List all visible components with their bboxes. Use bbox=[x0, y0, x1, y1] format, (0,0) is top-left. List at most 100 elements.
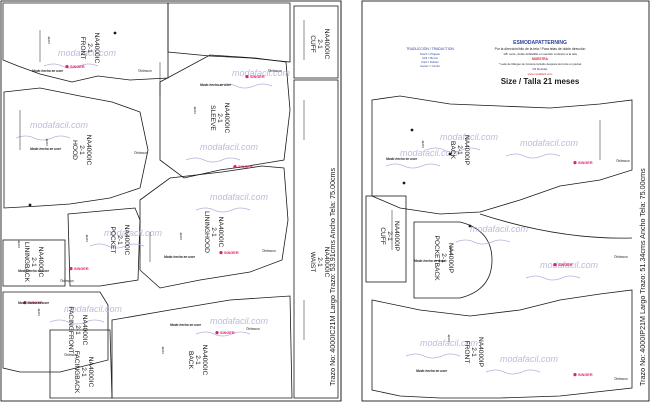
piece-label-line: 2-1 bbox=[78, 145, 85, 155]
watermark-scissors-icon bbox=[505, 153, 561, 159]
piece-label-line: NA4000IC bbox=[87, 357, 94, 388]
piece-label-line: 2-1 bbox=[216, 113, 223, 123]
watermark-scissors-icon bbox=[195, 331, 251, 337]
watermark-scissors-icon bbox=[49, 319, 105, 325]
copyright-mark: ©bitmoon bbox=[616, 159, 630, 163]
singer-logo-icon bbox=[219, 251, 223, 255]
grain-label: corte bbox=[193, 106, 197, 114]
made-in-note: Modo hecho en user bbox=[18, 269, 50, 273]
watermark-text: modafacil.com bbox=[400, 148, 459, 158]
piece-label-line: 2-1 bbox=[194, 355, 201, 365]
right-sheet bbox=[361, 0, 650, 402]
made-in-note: Modo hecho en user bbox=[18, 301, 50, 305]
piece-rcuff-outline bbox=[365, 195, 407, 283]
piece-label-line: NA4000IC bbox=[37, 247, 44, 278]
singer-logo-icon bbox=[573, 161, 577, 165]
watermark-text: modafacil.com bbox=[104, 228, 163, 238]
piece-sleeve-outline bbox=[159, 54, 291, 179]
watermark-text: modafacil.com bbox=[420, 338, 479, 348]
made-in-note: Modo hecho en user bbox=[416, 369, 448, 373]
copyright-mark: ©bitmoon bbox=[60, 279, 74, 283]
piece-pocket-outline bbox=[67, 207, 141, 287]
header-website: www.modafacil.com bbox=[528, 72, 553, 76]
piece-label-line: NA4000IC bbox=[81, 315, 88, 346]
watermark-scissors-icon bbox=[43, 63, 99, 69]
singer-logo-icon bbox=[65, 65, 69, 69]
made-in-note: Modo hecho en user bbox=[170, 323, 202, 327]
watermark-scissors-icon bbox=[525, 275, 581, 281]
copyright-mark: ©bitmoon bbox=[614, 377, 628, 381]
piece-label-line: SLEEVE bbox=[209, 105, 216, 131]
left-sheet bbox=[0, 0, 342, 402]
copyright-mark: ©bitmoon bbox=[64, 353, 78, 357]
watermark-scissors-icon bbox=[385, 163, 441, 169]
piece-label-line: 2-1 bbox=[440, 253, 447, 263]
piece-label-line: 2-1 bbox=[74, 325, 81, 335]
watermark-scissors-icon bbox=[425, 147, 481, 153]
piece-rfront-outline bbox=[371, 289, 633, 399]
watermark-text: modafacil.com bbox=[470, 224, 529, 234]
header-red-word: MUESTRA bbox=[532, 57, 548, 61]
singer-logo-icon bbox=[553, 263, 557, 267]
copyright-mark: ©bitmoon bbox=[614, 255, 628, 259]
singer-logo-icon bbox=[69, 267, 73, 271]
copyright-mark: ©bitmoon bbox=[138, 69, 152, 73]
grain-label: corte bbox=[161, 346, 165, 354]
piece-label-line: LININGBACK bbox=[23, 242, 30, 283]
drill-hole-mark bbox=[113, 31, 117, 35]
piece-waist-outline bbox=[293, 79, 339, 399]
piece-label-line: CUFF bbox=[309, 35, 316, 53]
watermark-text: modafacil.com bbox=[540, 260, 599, 270]
piece-label-line: FACINGBACK bbox=[73, 351, 80, 394]
header-mark-2: Fold = Doblez bbox=[421, 60, 439, 64]
drill-hole-mark bbox=[410, 128, 414, 132]
grain-label: corte bbox=[85, 234, 89, 242]
grain-label: corte bbox=[45, 138, 49, 146]
piece-label-line: FACINGFRONT bbox=[67, 306, 74, 353]
made-in-note: Modo hecho en user bbox=[30, 147, 62, 151]
grain-label: corte bbox=[47, 36, 51, 44]
singer-logo-icon bbox=[23, 301, 27, 305]
piece-label-line: NA4000IC bbox=[123, 225, 130, 256]
made-in-note: Modo hecho en user bbox=[32, 69, 64, 73]
singer-brand: SINGER bbox=[578, 373, 593, 377]
watermark-text: modafacil.com bbox=[210, 192, 269, 202]
watermark-scissors-icon bbox=[89, 243, 145, 249]
piece-cuff-outline bbox=[293, 5, 339, 79]
drill-hole-mark bbox=[448, 152, 452, 156]
made-in-note: Modo hecho en user bbox=[200, 83, 232, 87]
piece-label-line: 2-1 bbox=[30, 257, 37, 267]
watermark-text: modafacil.com bbox=[64, 304, 123, 314]
piece-label-line: NA4000IC bbox=[201, 345, 208, 376]
singer-brand: SINGER bbox=[220, 331, 235, 335]
header-line2: 1/8: corte, doble dobladillo en sentido … bbox=[503, 52, 577, 56]
piece-label-line: NA4000IC bbox=[323, 247, 330, 278]
piece-label-line: 2-1 bbox=[316, 257, 323, 267]
size-label: Size / Talla 21 meses bbox=[501, 77, 580, 86]
watermark-scissors-icon bbox=[185, 157, 241, 163]
piece-facingback-outline bbox=[49, 329, 113, 399]
header-mark-3: Center = Centro bbox=[420, 64, 440, 68]
piece-label-line: WAIST bbox=[309, 252, 316, 273]
made-in-note: Modo hecho en user bbox=[386, 157, 418, 161]
piece-label-line: 2-1 bbox=[316, 39, 323, 49]
watermark-text: modafacil.com bbox=[500, 354, 559, 364]
copyright-mark: ©bitmoon bbox=[134, 151, 148, 155]
singer-brand: SINGER bbox=[224, 251, 239, 255]
piece-hood-outline bbox=[3, 87, 149, 209]
grain-label: corte bbox=[449, 246, 453, 254]
drill-hole-mark bbox=[28, 203, 32, 207]
piece-rback-outline bbox=[371, 95, 633, 215]
watermark-scissors-icon bbox=[455, 239, 511, 245]
watermark-text: modafacil.com bbox=[58, 48, 117, 58]
watermark-scissors-icon bbox=[195, 207, 251, 213]
